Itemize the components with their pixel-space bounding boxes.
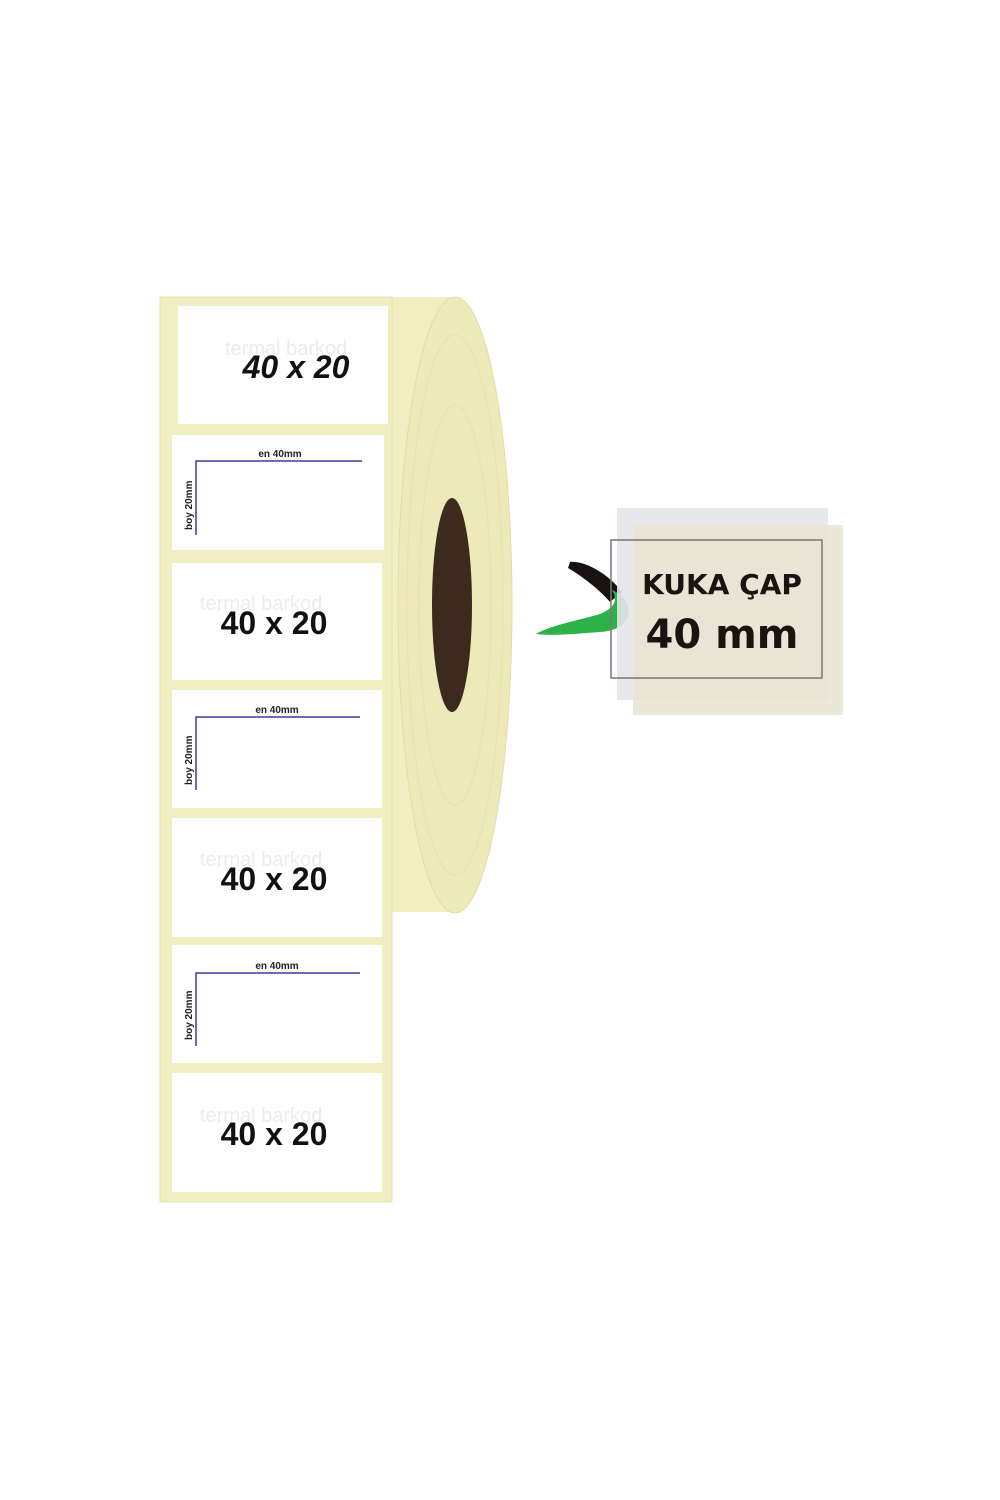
size-label: 40 x 20 xyxy=(221,1116,328,1152)
size-label: 40 x 20 xyxy=(221,605,328,641)
core-diameter-badge: KUKA ÇAP 40 mm xyxy=(610,508,843,715)
svg-text:termal barkod: termal barkod xyxy=(200,593,322,615)
label-3: termal barkod 40 x 20 xyxy=(172,563,382,680)
label-1: termal barkod 40 x 20 xyxy=(178,306,388,424)
core-title: KUKA ÇAP xyxy=(642,568,802,601)
svg-text:boy 20mm: boy 20mm xyxy=(184,990,195,1040)
label-2: en 40mm boy 20mm xyxy=(172,435,384,550)
label-6: en 40mm boy 20mm xyxy=(172,945,382,1063)
label-5: termal barkod 40 x 20 xyxy=(172,818,382,937)
svg-text:en 40mm: en 40mm xyxy=(255,705,298,716)
core-hole xyxy=(432,498,472,712)
label-7: termal barkod 40 x 20 xyxy=(172,1073,382,1192)
core-value: 40 mm xyxy=(646,612,799,658)
svg-text:boy 20mm: boy 20mm xyxy=(184,480,195,530)
size-label: 40 x 20 xyxy=(221,861,328,897)
pointer-swoosh-icon xyxy=(536,561,629,635)
svg-text:en 40mm: en 40mm xyxy=(255,961,298,972)
svg-text:termal barkod: termal barkod xyxy=(200,1105,322,1127)
svg-text:boy 20mm: boy 20mm xyxy=(184,735,195,785)
svg-text:termal barkod: termal barkod xyxy=(225,338,347,360)
svg-text:termal barkod: termal barkod xyxy=(200,849,322,871)
svg-text:en 40mm: en 40mm xyxy=(258,449,301,460)
size-label: 40 x 20 xyxy=(242,349,350,385)
label-4: en 40mm boy 20mm xyxy=(172,690,382,808)
